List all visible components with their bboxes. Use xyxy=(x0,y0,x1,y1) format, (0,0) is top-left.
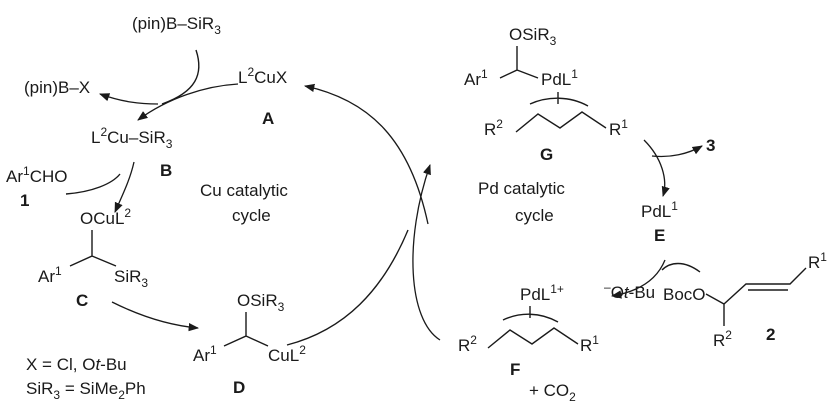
compound-c-bonds xyxy=(69,230,117,267)
compound-b-label: B xyxy=(160,161,172,180)
substrate-boco: BocO xyxy=(663,285,706,304)
pd-cycle-text-1: Pd catalytic xyxy=(478,179,565,198)
compound-a-formula: L2CuX xyxy=(238,65,287,87)
arrow-aldehyde-in xyxy=(65,173,121,195)
reagent-pinb-sir3: (pin)B–SiR3 xyxy=(132,14,221,37)
arrow-g-to-e xyxy=(643,139,670,197)
carbon-dioxide: + CO2 xyxy=(529,381,576,403)
substrate-r2: R2 xyxy=(713,328,732,350)
cu-cycle-arrow-bottom xyxy=(286,229,409,346)
compound-f-r2: R2 xyxy=(458,333,477,355)
compound-c-ocul2: OCuL2 xyxy=(80,206,131,228)
substrate-label: 2 xyxy=(766,325,775,344)
compound-e-label: E xyxy=(654,226,665,245)
compound-b-formula: L2Cu–SiR3 xyxy=(91,125,173,151)
pd-cycle-arrow-left xyxy=(412,164,441,341)
arrow-product-out xyxy=(651,145,703,158)
compound-d-label: D xyxy=(233,378,245,397)
aldehyde-formula: Ar1CHO xyxy=(6,164,67,186)
compound-a-label: A xyxy=(262,109,274,128)
compound-f-pd: PdL1+ xyxy=(520,282,564,304)
compound-g-ar: Ar1 xyxy=(464,67,488,89)
compound-g-label: G xyxy=(540,145,553,164)
cu-cycle-arrow-top xyxy=(303,83,429,225)
compound-c-label: C xyxy=(76,291,88,310)
substrate-r1: R1 xyxy=(808,250,827,272)
compound-f-r1: R1 xyxy=(580,333,599,355)
arrow-e-to-f xyxy=(610,259,666,299)
compound-d-ar: Ar1 xyxy=(193,343,217,365)
compound-c-ar: Ar1 xyxy=(38,264,62,286)
aldehyde-label: 1 xyxy=(20,191,29,210)
compound-g-pd: PdL1 xyxy=(541,67,578,89)
legend-sir3-definition: SiR3 = SiMe2Ph xyxy=(26,379,146,402)
arrow-c-to-d xyxy=(111,301,200,332)
compound-d-osir3: OSiR3 xyxy=(237,291,285,314)
arrow-reagent-in xyxy=(161,49,200,105)
compound-d-cu: CuL2 xyxy=(268,343,306,365)
compound-e-formula: PdL1 xyxy=(641,199,678,221)
legend-x-definition: X = Cl, Ot-Bu xyxy=(26,355,127,374)
pd-catalytic-cycle: OSiR3 Ar1 PdL1 R2 R1 G 3 Pd catalytic cy… xyxy=(412,25,827,403)
compound-g-allyl xyxy=(515,111,607,133)
arrow-b-to-c xyxy=(114,161,135,213)
product-label: 3 xyxy=(706,136,715,155)
cu-cycle-text-2: cycle xyxy=(232,206,271,225)
compound-d-bonds xyxy=(223,312,269,347)
arrow-a-to-b xyxy=(137,83,239,121)
compound-c-si: SiR3 xyxy=(114,267,148,290)
pd-cycle-text-2: cycle xyxy=(515,206,554,225)
arrow-byproduct-out xyxy=(99,93,159,105)
compound-f-allyl xyxy=(487,327,579,349)
arrow-substrate-in xyxy=(661,262,701,273)
substrate-bonds xyxy=(705,267,807,326)
compound-g-allyl-eta xyxy=(529,92,589,107)
byproduct-pinb-x: (pin)B–X xyxy=(24,78,90,97)
compound-g-bonds xyxy=(499,46,539,79)
cu-cycle-text-1: Cu catalytic xyxy=(200,181,288,200)
tert-butoxide: –Ot-Bu xyxy=(604,280,655,302)
compound-f-label: F xyxy=(510,360,520,379)
compound-g-r1: R1 xyxy=(609,117,628,139)
compound-g-r2: R2 xyxy=(484,117,503,139)
compound-f-allyl-eta xyxy=(502,306,559,323)
cu-catalytic-cycle: (pin)B–SiR3 (pin)B–X L2CuX A L2Cu–SiR3 B… xyxy=(6,14,429,402)
compound-g-osir3: OSiR3 xyxy=(509,25,557,48)
